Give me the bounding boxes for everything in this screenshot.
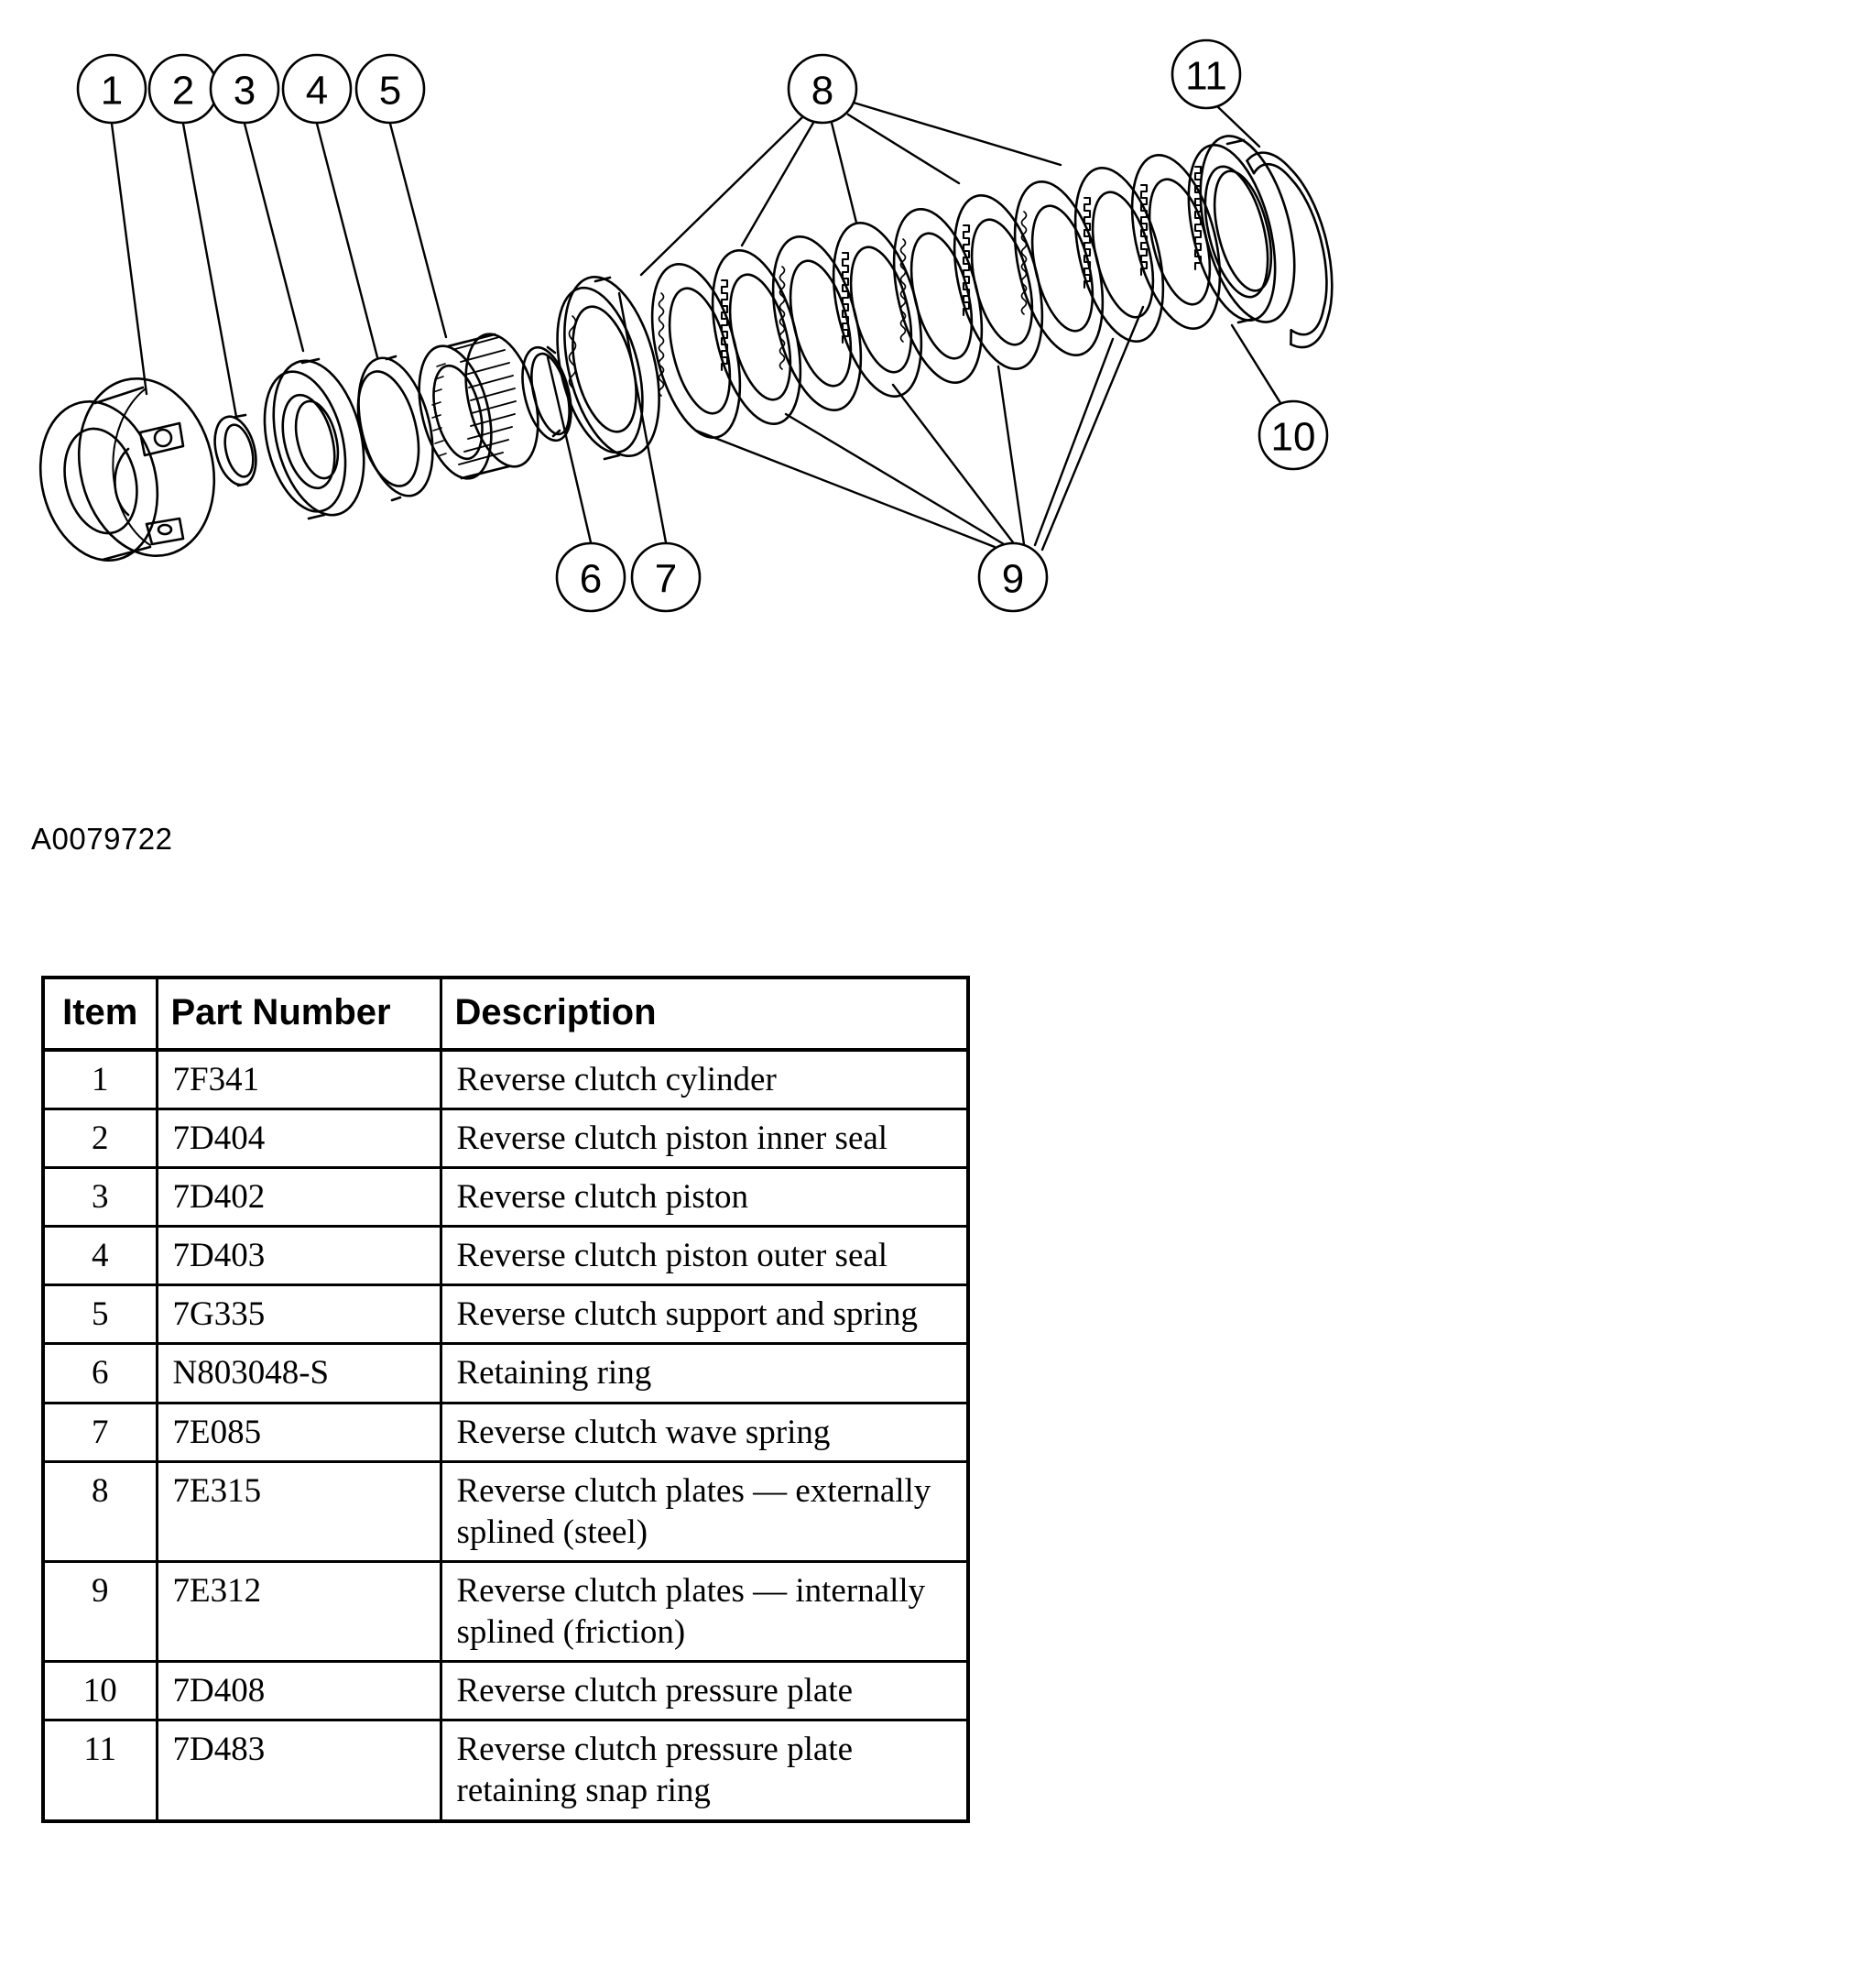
cell-item: 5 [41,1283,158,1346]
column-header-part-number: Part Number [155,976,442,1052]
cell-part-number: 7E312 [155,1559,442,1664]
table-row: 5 7G335 Reverse clutch support and sprin… [41,1283,970,1346]
callout-label-10: 10 [1271,415,1316,460]
table-row: 1 7F341 Reverse clutch cylinder [41,1048,970,1110]
callout-3 [209,53,280,125]
leader-lines [110,101,1284,552]
table-row: 4 7D403 Reverse clutch piston outer seal [41,1225,970,1287]
column-header-description: Description [439,976,970,1052]
plate-steel-3 [892,208,984,384]
table-row: 3 7D402 Reverse clutch piston [41,1166,970,1229]
plate-friction-2 [832,222,923,398]
cell-description: Reverse clutch piston outer seal [439,1225,970,1287]
callout-11 [1171,38,1242,110]
table-row: 7 7E085 Reverse clutch wave spring [41,1401,970,1463]
part-pressure-plate [1187,135,1296,324]
cell-item: 7 [41,1401,158,1463]
plate-friction-3 [953,194,1044,370]
cell-description: Reverse clutch piston inner seal [439,1107,970,1170]
callout-label-1: 1 [101,69,123,114]
callout-label-6: 6 [580,557,602,602]
callout-label-5: 5 [379,69,401,114]
cell-part-number: 7D402 [155,1166,442,1229]
exploded-view-diagram: 1 2 3 4 5 6 7 8 9 10 11 [0,0,1873,907]
cell-part-number: 7G335 [155,1283,442,1346]
cell-item: 3 [41,1166,158,1229]
cell-part-number: 7D403 [155,1225,442,1287]
callout-1 [76,53,147,125]
column-header-item: Item [41,976,158,1052]
parts-table-container: Item Part Number Description 1 7F341 Rev… [41,976,970,1823]
cell-description: Reverse clutch wave spring [439,1401,970,1463]
plate-friction-1 [711,249,802,425]
cell-description: Reverse clutch plates — externally splin… [439,1459,970,1563]
cell-item: 2 [41,1107,158,1170]
cell-item: 10 [41,1660,158,1722]
callout-label-11: 11 [1185,54,1227,99]
cell-item: 6 [41,1342,158,1404]
part-snap-ring [1246,151,1334,349]
callout-numbers: 1 2 3 4 5 6 7 8 9 10 11 [101,54,1316,602]
cell-description: Reverse clutch cylinder [439,1048,970,1110]
cell-part-number: 7E315 [155,1459,442,1563]
callout-6 [555,541,626,613]
parts-table-body: 1 7F341 Reverse clutch cylinder 2 7D404 … [41,1048,970,1823]
table-row: 6 N803048-S Retaining ring [41,1342,970,1404]
parts-table-header-row: Item Part Number Description [41,976,970,1052]
drawing-id-label: A0079722 [31,822,173,856]
part-piston-inner-seal [213,413,257,487]
cell-description: Reverse clutch pressure plate [439,1660,970,1722]
cell-description: Reverse clutch plates — internally splin… [439,1559,970,1664]
callout-5 [354,53,426,125]
part-wave-spring [556,276,660,461]
cell-description: Reverse clutch piston [439,1166,970,1229]
cell-item: 1 [41,1048,158,1110]
table-row: 11 7D483 Reverse clutch pressure plate r… [41,1719,970,1823]
callout-label-4: 4 [306,69,328,114]
plate-friction-4 [1073,167,1165,343]
table-row: 9 7E312 Reverse clutch plates — internal… [41,1559,970,1664]
callout-label-9: 9 [1002,557,1024,602]
callout-8 [787,53,858,125]
cell-part-number: 7E085 [155,1401,442,1463]
plate-friction-5 [1130,154,1222,330]
cell-description: Retaining ring [439,1342,970,1404]
callout-9 [977,541,1049,613]
table-row: 2 7D404 Reverse clutch piston inner seal [41,1107,970,1170]
part-reverse-clutch-piston [263,357,365,520]
cell-item: 9 [41,1559,158,1664]
part-reverse-clutch-cylinder [38,377,216,562]
cell-part-number: 7D483 [155,1719,442,1823]
callout-bubbles [76,38,1329,613]
cell-item: 8 [41,1459,158,1563]
cell-item: 11 [41,1719,158,1823]
plate-steel-4 [1013,180,1105,356]
parts-table: Item Part Number Description 1 7F341 Rev… [41,976,970,1823]
plate-steel-1 [650,263,742,439]
callout-label-2: 2 [172,69,194,114]
cell-description: Reverse clutch pressure plate retaining … [439,1719,970,1823]
callout-7 [630,541,702,613]
part-piston-outer-seal [356,355,434,502]
callout-label-3: 3 [234,69,256,114]
callout-4 [281,53,353,125]
callout-label-7: 7 [655,557,677,602]
cell-description: Reverse clutch support and spring [439,1283,970,1346]
callout-10 [1258,399,1329,471]
table-row: 8 7E315 Reverse clutch plates — external… [41,1459,970,1563]
cell-part-number: 7D408 [155,1660,442,1722]
cell-part-number: 7D404 [155,1107,442,1170]
diagram-canvas: 1 2 3 4 5 6 7 8 9 10 11 [38,38,1334,613]
plate-steel-2 [771,235,863,411]
cell-part-number: 7F341 [155,1048,442,1110]
cell-part-number: N803048-S [155,1342,442,1404]
cell-item: 4 [41,1225,158,1287]
callout-label-8: 8 [811,69,833,114]
table-row: 10 7D408 Reverse clutch pressure plate [41,1660,970,1722]
